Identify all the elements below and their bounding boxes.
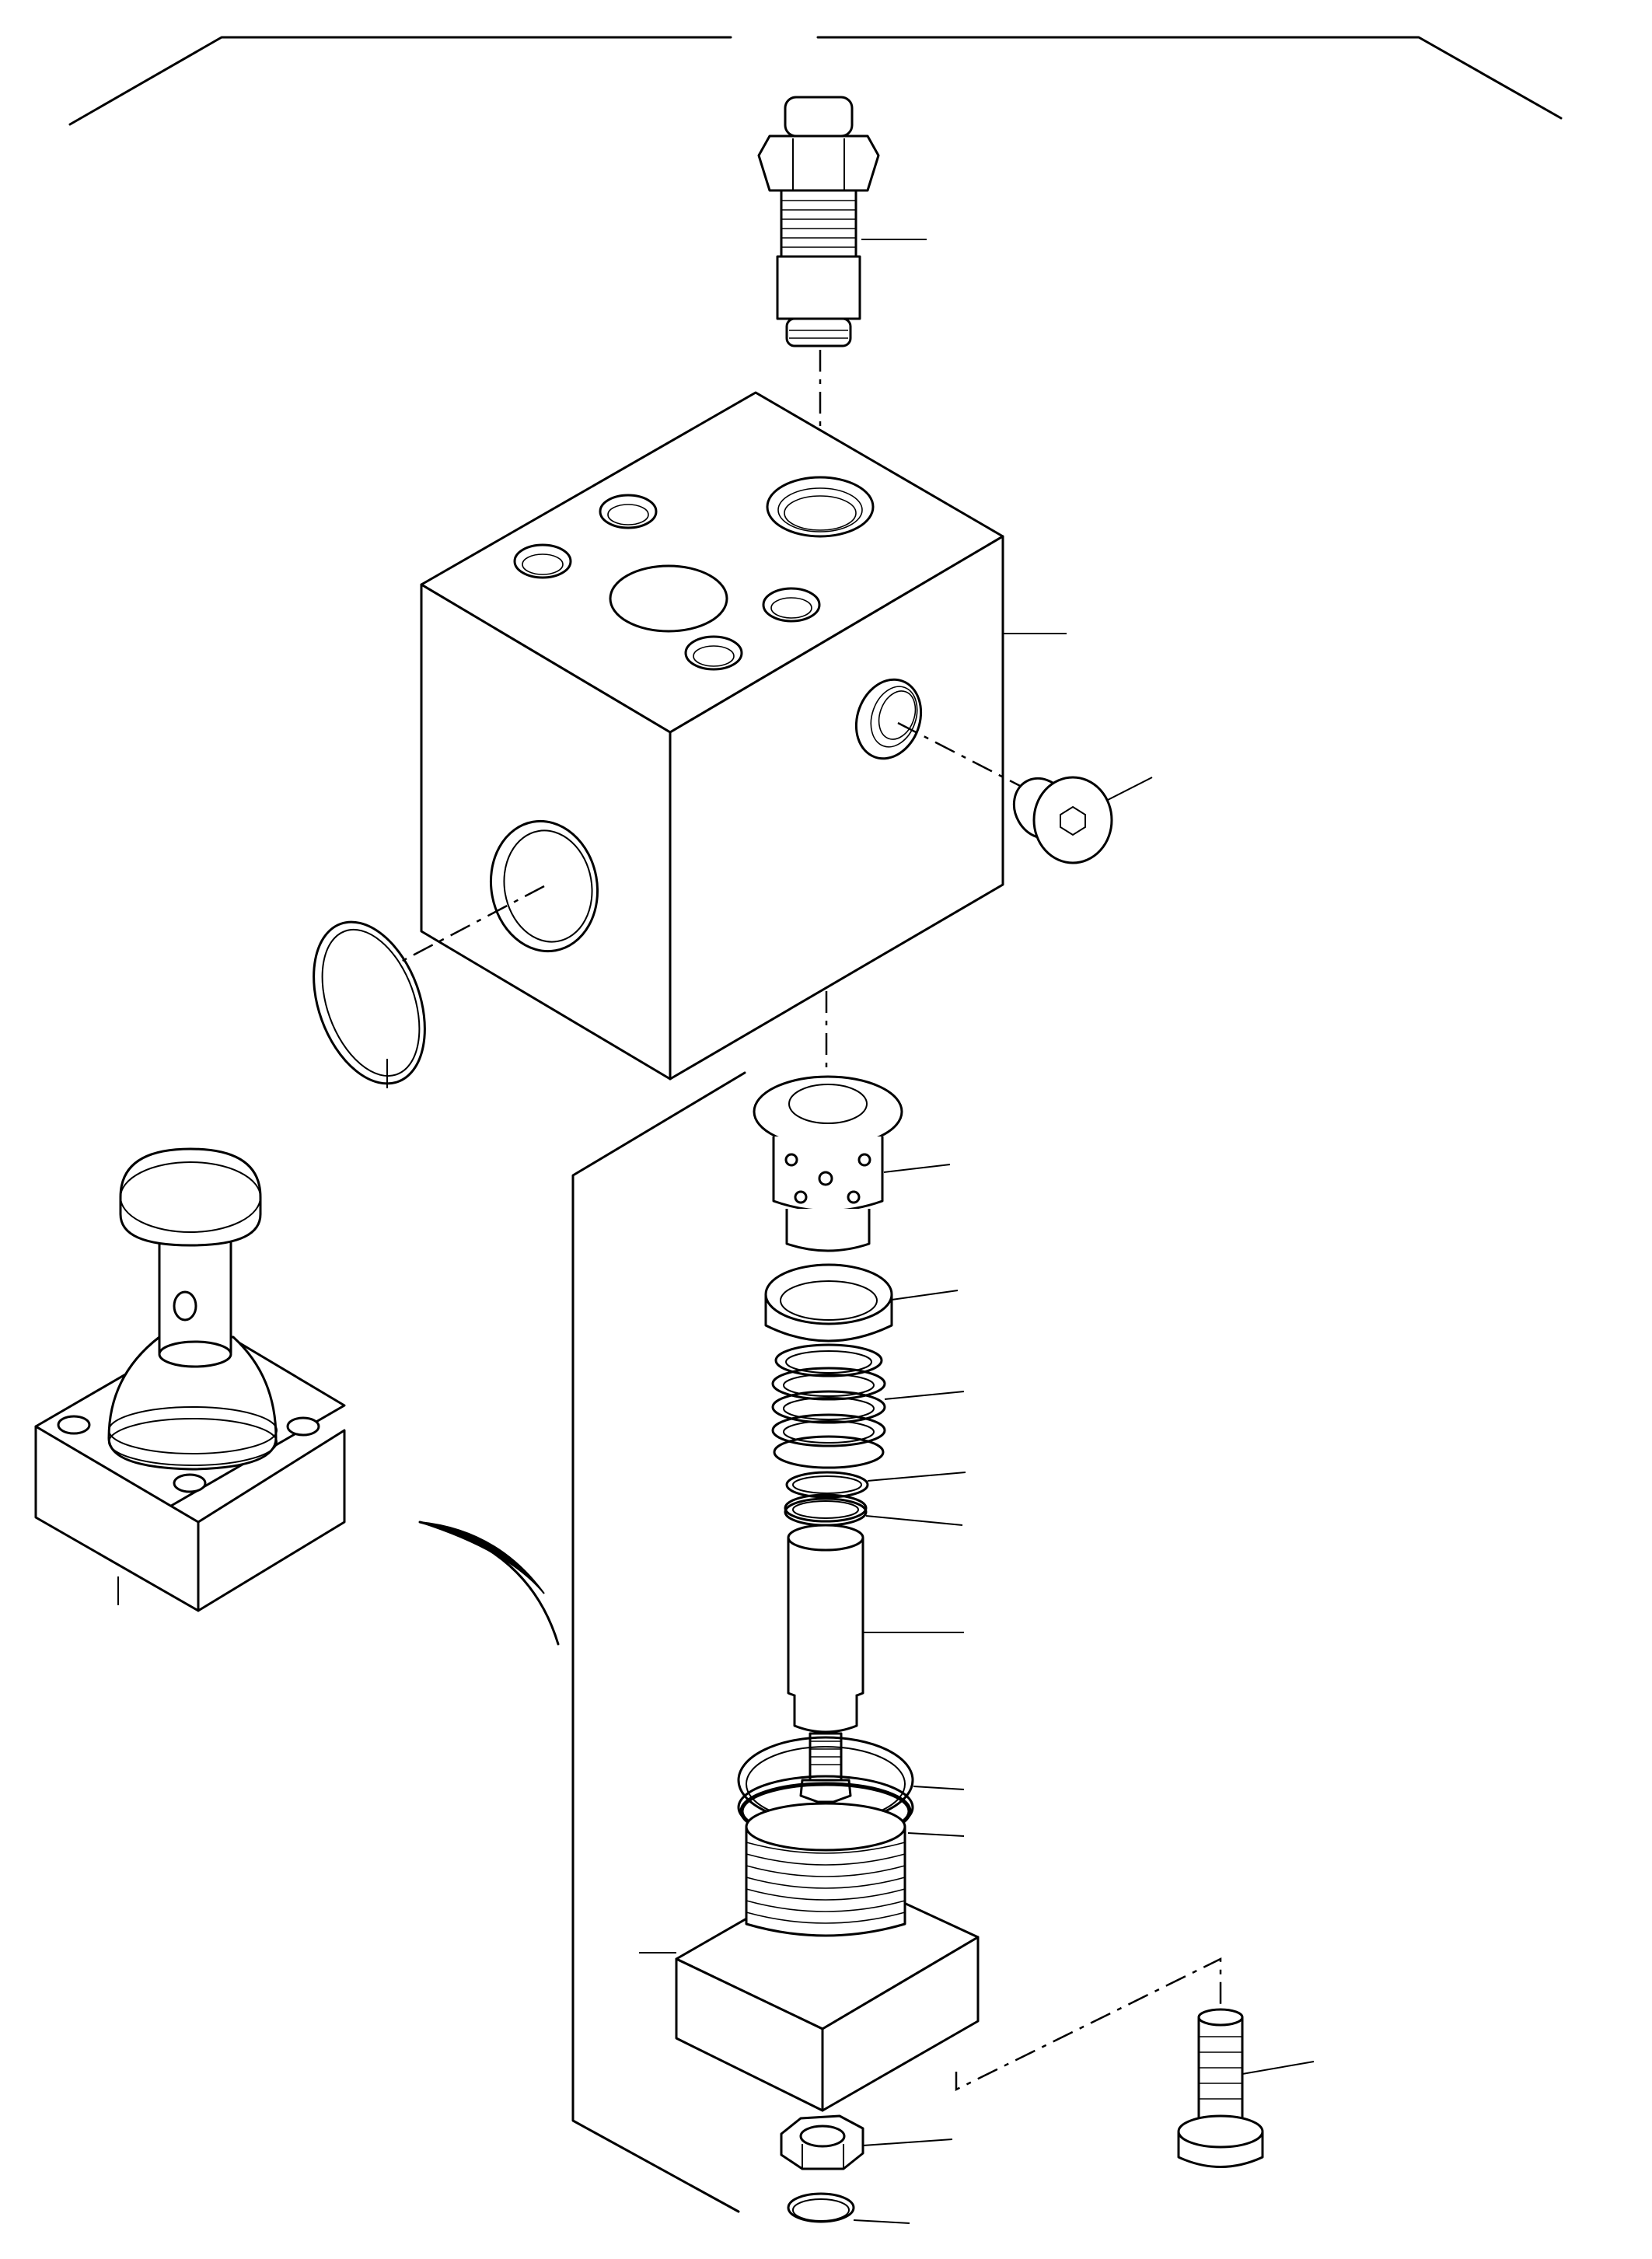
top-port-small-4: [684, 635, 743, 671]
top-port-small-1: [599, 494, 658, 529]
relief-valve-cartridge: [757, 96, 927, 347]
plunger: [787, 1524, 964, 1803]
axis-line-plug: [897, 721, 1027, 791]
axis-line-o-ring: [396, 885, 545, 965]
reference-arrow: [418, 1521, 560, 1646]
leader-line: [867, 1472, 966, 1482]
valve-sleeve: [753, 1075, 951, 1252]
spacer-ring: [764, 1263, 959, 1342]
arrow-head: [419, 1521, 545, 1594]
right-face-port: [854, 678, 923, 760]
frame-lines: [68, 36, 1563, 126]
top-port-center: [609, 564, 728, 633]
socket-head-screw: [1177, 2008, 1315, 2168]
top-port-large: [766, 476, 875, 538]
backup-ring: [785, 1471, 966, 1499]
top-port-small-3: [762, 587, 821, 623]
leader-line: [862, 2139, 953, 2146]
leader-line: [865, 1515, 963, 1526]
o-ring-small: [784, 1493, 963, 1527]
top-port-small-2: [513, 543, 572, 579]
retaining-clip: [787, 2192, 910, 2224]
leader-line: [1105, 777, 1153, 801]
leader-line: [913, 1786, 965, 1790]
axis-line-screw: [955, 1957, 1222, 2092]
leader-line: [891, 1290, 959, 1301]
compression-spring: [771, 1343, 965, 1469]
pump-base-block: [639, 1802, 980, 2112]
leader-line: [884, 1391, 965, 1400]
o-ring: [313, 920, 426, 1088]
frame-bracket: [571, 1071, 746, 2213]
leader-line: [883, 1164, 951, 1173]
leader-line: [907, 1832, 965, 1837]
leader-line: [853, 2219, 910, 2224]
hand-pump-assembly: [34, 1147, 346, 1612]
hex-socket-plug: [1012, 776, 1153, 864]
hex-nut: [780, 2114, 953, 2170]
valve-body-block: [420, 391, 1067, 1081]
leader-line: [1242, 2061, 1315, 2075]
